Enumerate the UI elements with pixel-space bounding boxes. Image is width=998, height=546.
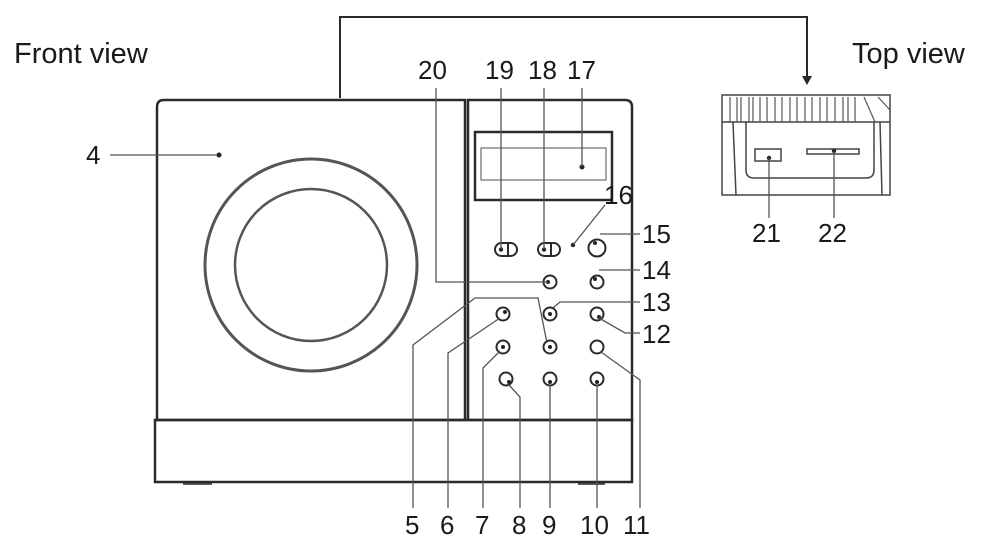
callout-18: 18 xyxy=(528,55,557,85)
callout-4: 4 xyxy=(86,140,101,170)
door-rings xyxy=(203,157,419,373)
top-view-body xyxy=(721,94,891,196)
callout-21: 21 xyxy=(752,218,781,248)
callout-8: 8 xyxy=(512,510,527,540)
callout-5: 5 xyxy=(405,510,420,540)
callout-12: 12 xyxy=(642,319,671,349)
callout-10: 10 xyxy=(580,510,609,540)
callout-7: 7 xyxy=(475,510,490,540)
view-connector-arrow xyxy=(339,16,808,98)
arrow-head-icon xyxy=(802,76,812,85)
callout-15: 15 xyxy=(642,219,671,249)
callout-6: 6 xyxy=(440,510,455,540)
top-view-vents xyxy=(729,96,891,123)
callout-11: 11 xyxy=(623,510,650,540)
top-view-title: Top view xyxy=(852,38,965,70)
callout-14: 14 xyxy=(642,255,671,285)
front-view-body xyxy=(153,98,634,485)
front-view-title: Front view xyxy=(14,38,148,70)
callout-17: 17 xyxy=(567,55,596,85)
callout-19: 19 xyxy=(485,55,514,85)
callout-9: 9 xyxy=(542,510,557,540)
callout-22: 22 xyxy=(818,218,847,248)
slide-switches xyxy=(494,242,561,257)
callout-13: 13 xyxy=(642,287,671,317)
leader-lines xyxy=(110,88,641,508)
callout-20: 20 xyxy=(418,55,447,85)
callout-16: 16 xyxy=(604,180,633,210)
